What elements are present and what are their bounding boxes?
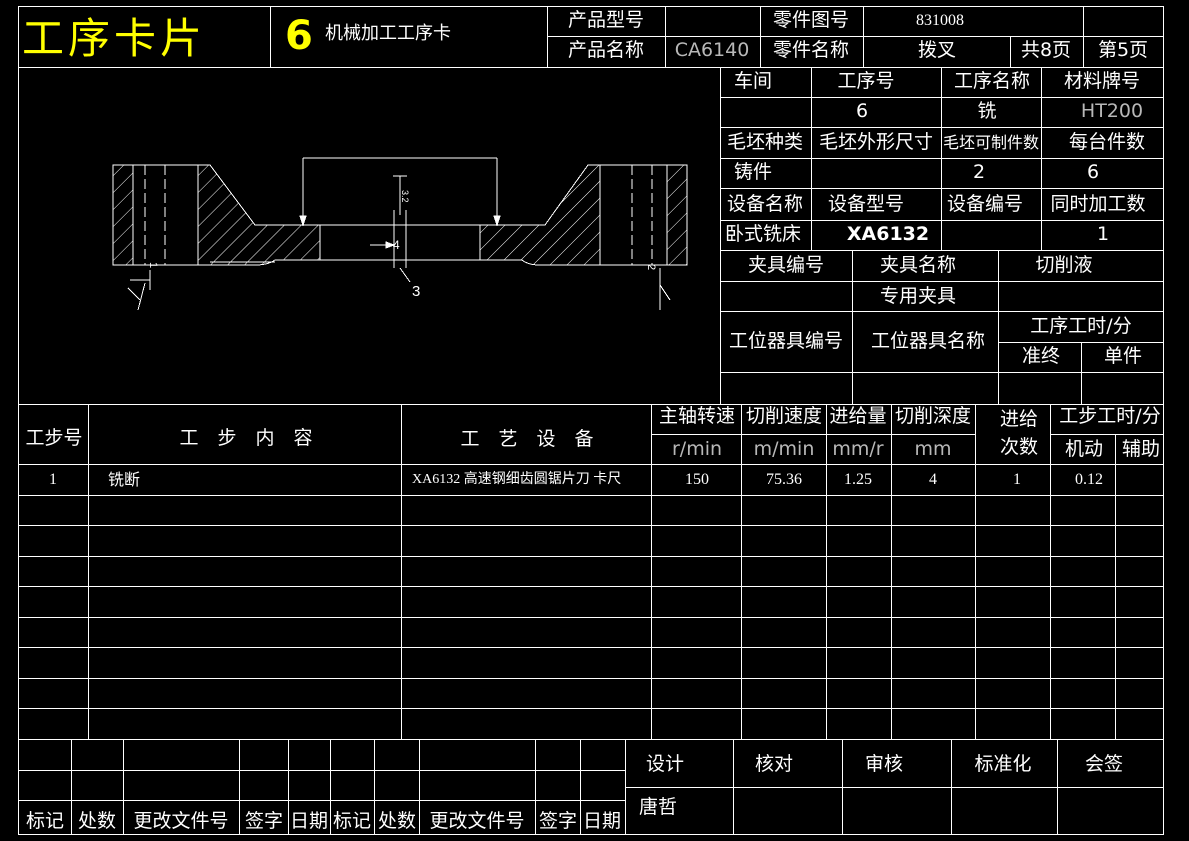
footer-mark-2: 标记 <box>332 810 372 832</box>
blank-count-value: 2 <box>972 161 986 183</box>
step-passes-cell: 1 <box>1013 471 1021 488</box>
right-boss-section <box>599 164 688 266</box>
simultaneous-count-label: 同时加工数 <box>1050 193 1146 215</box>
blank-count-label: 毛坯可制件数 <box>942 133 1040 152</box>
footer-check-label: 核对 <box>754 753 794 775</box>
equipment-name-label: 设备名称 <box>726 193 804 215</box>
page-number: 第5页 <box>1097 39 1149 61</box>
step-cut-speed-cell: 75.36 <box>766 471 802 488</box>
footer-change-doc-2: 更改文件号 <box>429 810 525 832</box>
step-machine-time-cell: 0.12 <box>1075 471 1103 488</box>
part-name-label: 零件名称 <box>772 39 850 61</box>
station-tool-name-label: 工位器具名称 <box>870 330 986 352</box>
left-boss-section <box>112 164 199 266</box>
step-no-cell: 1 <box>49 471 57 488</box>
simultaneous-count-value: 1 <box>1096 223 1110 245</box>
left-web-section <box>197 164 321 266</box>
equipment-model-label: 设备型号 <box>827 193 905 215</box>
product-model-label: 产品型号 <box>567 9 645 31</box>
op-name-value: 铣 <box>977 100 997 122</box>
col-passes-line1: 进给 <box>999 408 1039 430</box>
datum-left-label: 1 <box>147 262 159 268</box>
footer-design-label: 设计 <box>645 753 685 775</box>
total-pages: 共8页 <box>1020 39 1072 61</box>
step-depth-cell: 4 <box>929 471 937 488</box>
equipment-no-label: 设备编号 <box>946 193 1024 215</box>
material-label: 材料牌号 <box>1063 70 1141 92</box>
equipment-name-value: 卧式铣床 <box>724 223 802 245</box>
op-no-label: 工序号 <box>837 70 895 92</box>
unit-feed: mm/r <box>832 438 884 460</box>
card-subtitle: 机械加工工序卡 <box>325 23 451 44</box>
part-name-value: 拨叉 <box>917 39 957 61</box>
prep-time-label: 准终 <box>1021 345 1061 367</box>
per-unit-label: 每台件数 <box>1068 131 1146 153</box>
blank-size-label: 毛坯外形尺寸 <box>818 131 934 153</box>
unit-depth: mm <box>914 438 952 460</box>
roughness-symbol: 3.2 <box>400 190 410 203</box>
col-step-content: 工 步 内 容 <box>179 427 313 449</box>
coolant-label: 切削液 <box>1035 254 1093 276</box>
part-drawing-no-value: 831008 <box>916 12 964 29</box>
footer-count-1: 处数 <box>77 810 117 832</box>
product-name-label: 产品名称 <box>567 39 645 61</box>
fixture-name-label: 夹具名称 <box>879 254 957 276</box>
right-web-section <box>479 164 601 266</box>
product-name-value: CA6140 <box>674 39 750 61</box>
step-equipment-cell: XA6132 高速钢细齿圆锯片刀 卡尺 <box>412 472 622 487</box>
col-spindle-speed: 主轴转速 <box>658 405 736 427</box>
footer-date-2: 日期 <box>582 810 622 832</box>
blank-type-label: 毛坯种类 <box>726 131 804 153</box>
workshop-label: 车间 <box>733 70 773 92</box>
col-depth: 切削深度 <box>894 405 972 427</box>
footer-standard-label: 标准化 <box>974 753 1032 775</box>
footer-countersign-label: 会签 <box>1084 753 1124 775</box>
callout-label: 3 <box>412 283 420 300</box>
col-step-time: 工步工时/分 <box>1059 405 1161 427</box>
op-name-label: 工序名称 <box>953 70 1031 92</box>
step-content-cell: 铣断 <box>108 472 141 489</box>
footer-date-1: 日期 <box>289 810 329 832</box>
col-feed: 进给量 <box>829 405 887 427</box>
unit-cut-speed: m/min <box>753 438 815 460</box>
part-drawing-no-label: 零件图号 <box>772 9 850 31</box>
col-passes-line2: 次数 <box>999 436 1039 458</box>
step-feed-cell: 1.25 <box>844 471 872 488</box>
step-spindle-speed-cell: 150 <box>685 471 709 488</box>
operation-number-big: 6 <box>285 13 313 59</box>
col-aux-time: 辅助 <box>1121 438 1161 460</box>
blank-type-value: 铸件 <box>733 161 773 183</box>
dimension-depth-label: 4 <box>393 238 400 252</box>
material-value: HT200 <box>1080 100 1144 122</box>
col-equipment: 工 艺 设 备 <box>460 428 594 450</box>
fixture-no-label: 夹具编号 <box>747 254 825 276</box>
col-step-no: 工步号 <box>25 427 83 449</box>
footer-sign-2: 签字 <box>538 810 578 832</box>
col-cut-speed: 切削速度 <box>745 405 823 427</box>
operation-time-label: 工序工时/分 <box>1030 315 1132 337</box>
footer-mark-1: 标记 <box>25 810 65 832</box>
per-unit-value: 6 <box>1086 161 1100 183</box>
datum-right-label: 2 <box>645 264 657 270</box>
station-tool-no-label: 工位器具编号 <box>728 330 844 352</box>
equipment-model-value: XA6132 <box>846 223 930 245</box>
op-no-value: 6 <box>855 100 869 122</box>
footer-change-doc-1: 更改文件号 <box>133 810 229 832</box>
part-drawing: 4 3 3.2 1 2 <box>112 157 688 311</box>
footer-count-2: 处数 <box>377 810 417 832</box>
unit-spindle-speed: r/min <box>671 438 723 460</box>
unit-time-label: 单件 <box>1103 345 1143 367</box>
footer-review-label: 审核 <box>864 753 904 775</box>
card-title: 工序卡片 <box>22 14 207 63</box>
fixture-name-value: 专用夹具 <box>879 285 957 307</box>
col-machine-time: 机动 <box>1064 438 1104 460</box>
designer-name: 唐哲 <box>638 796 678 818</box>
footer-sign-1: 签字 <box>244 810 284 832</box>
